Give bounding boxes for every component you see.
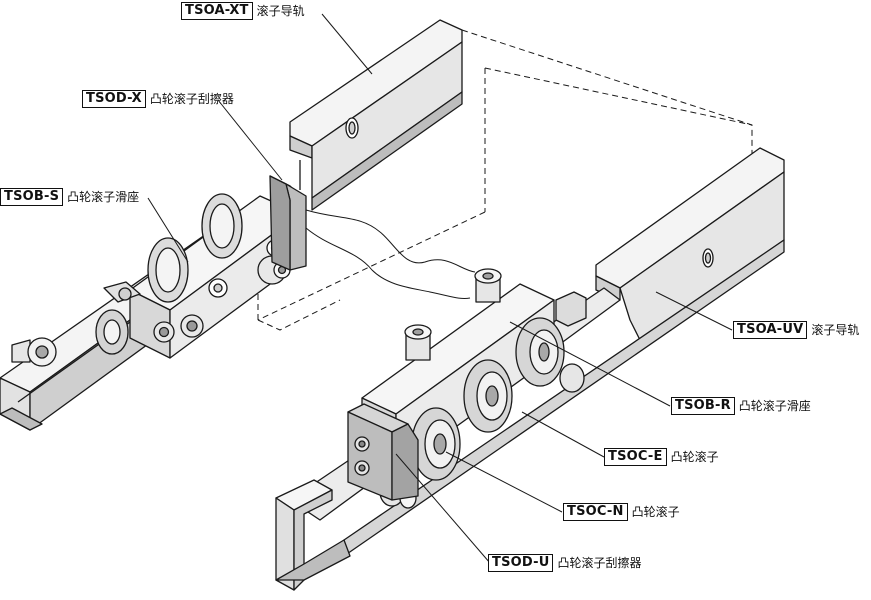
break-lines [305, 209, 476, 299]
part-code: TSOA-XT [181, 2, 253, 20]
leader-tsob-s [147, 197, 189, 263]
leader-tsod-u [395, 453, 491, 564]
slide-tsob-s [129, 193, 301, 359]
leader-lines [147, 13, 733, 564]
leader-tsod-x [217, 99, 283, 181]
part-code: TSOB-S [0, 188, 64, 206]
callout-tsoa-uv: TSOA-UV 滚子导轨 [733, 321, 859, 339]
callout-tsob-s: TSOB-S 凸轮滚子滑座 [0, 188, 139, 206]
callout-tsoa-xt: TSOA-XT 滚子导轨 [181, 2, 305, 20]
part-desc: 滚子导轨 [811, 323, 860, 337]
leader-tsob-r [509, 321, 671, 407]
part-desc: 凸轮滚子刮擦器 [557, 556, 642, 570]
callout-tsod-u: TSOD-U 凸轮滚子刮擦器 [488, 554, 641, 572]
part-code: TSOA-UV [733, 321, 808, 339]
leader-tsoa-uv [655, 291, 733, 331]
part-desc: 凸轮滚子刮擦器 [149, 92, 234, 106]
part-code: TSOD-X [82, 90, 146, 108]
part-desc: 滚子导轨 [256, 4, 305, 18]
callout-tsoc-e: TSOC-E 凸轮滚子 [604, 448, 719, 466]
part-desc: 凸轮滚子滑座 [738, 399, 811, 413]
part-desc: 凸轮滚子滑座 [67, 190, 140, 204]
part-code: TSOD-U [488, 554, 554, 572]
part-desc: 凸轮滚子 [670, 450, 719, 464]
leader-tsoc-e [521, 411, 605, 458]
callout-tsod-x: TSOD-X 凸轮滚子刮擦器 [82, 90, 234, 108]
part-desc: 凸轮滚子 [631, 505, 680, 519]
part-code: TSOC-E [604, 448, 667, 466]
scraper-tsod-u [347, 403, 419, 501]
leader-tsoa-xt [321, 13, 373, 75]
left-end-parts [11, 281, 141, 367]
part-code: TSOC-N [563, 503, 628, 521]
callout-tsoc-n: TSOC-N 凸轮滚子 [563, 503, 680, 521]
scraper-tsod-x [269, 175, 307, 271]
part-code: TSOB-R [671, 397, 735, 415]
slide-tsob-r [361, 268, 587, 509]
callout-tsob-r: TSOB-R 凸轮滚子滑座 [671, 397, 811, 415]
leader-tsoc-n [445, 451, 563, 513]
rail-tsoa-xt [289, 19, 463, 211]
